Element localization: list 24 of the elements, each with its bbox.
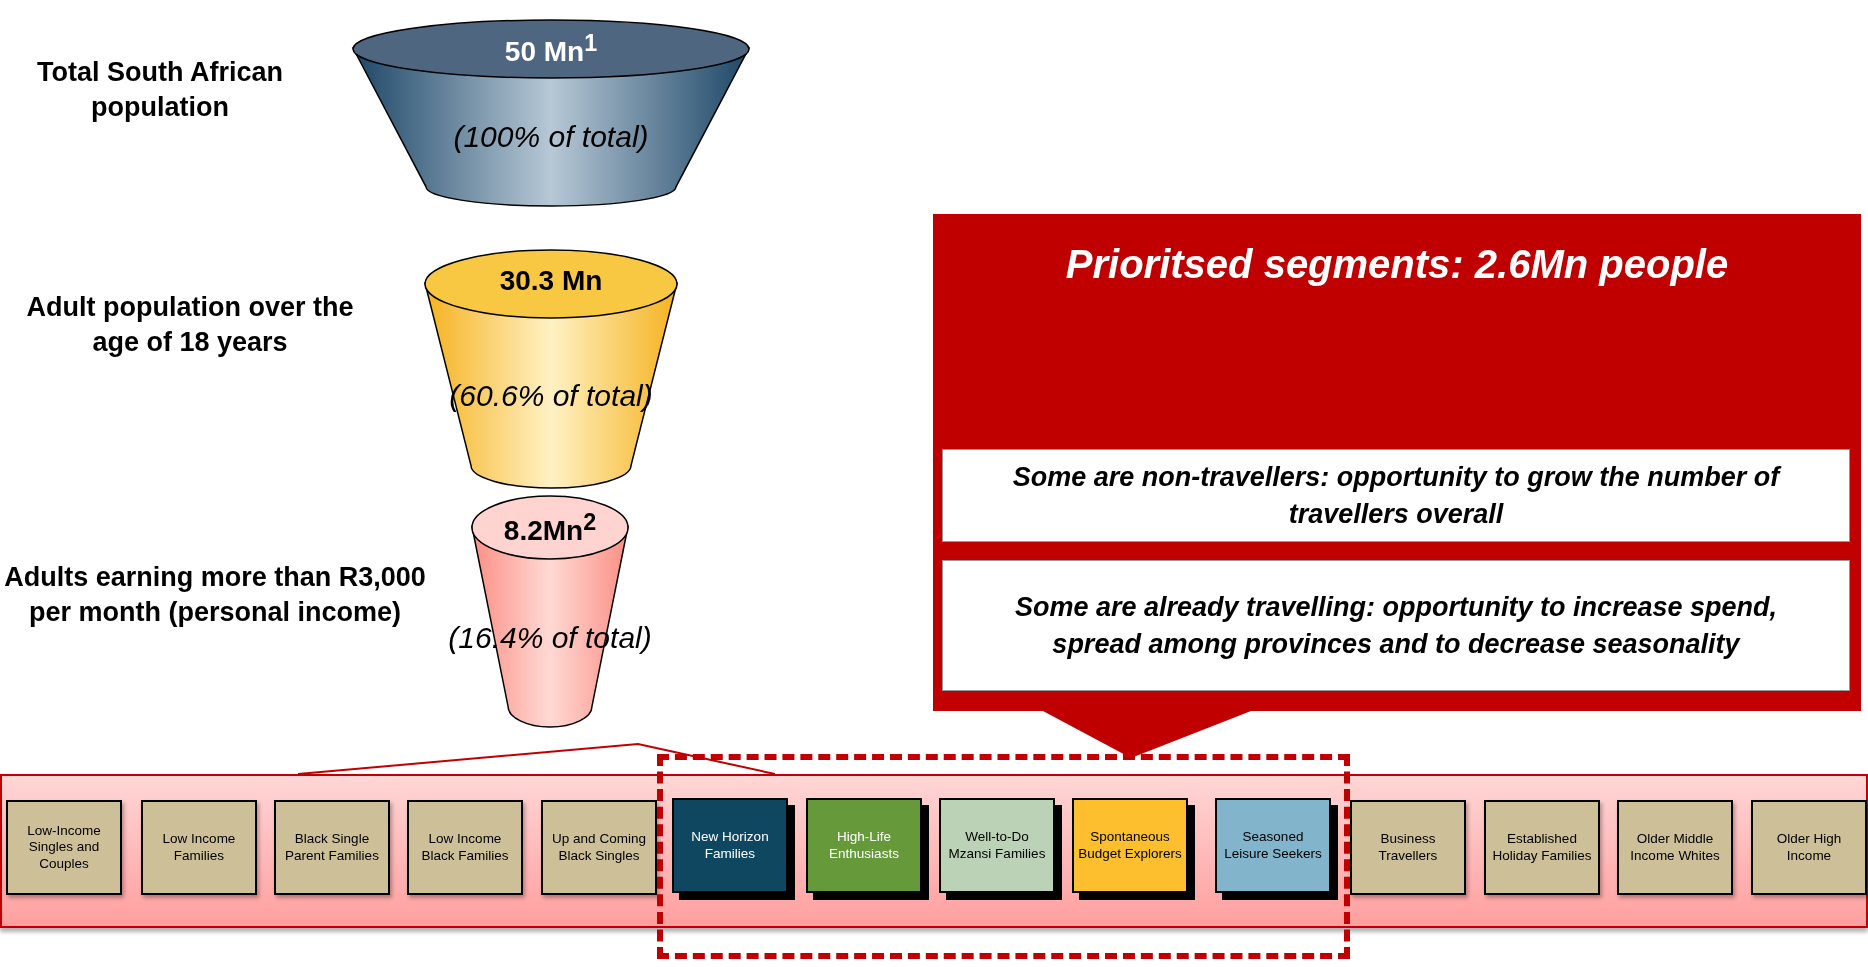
funnel-tier: [423, 248, 679, 490]
segment-card: Established Holiday Families: [1484, 800, 1600, 895]
segment-card: Black Single Parent Families: [274, 800, 390, 895]
callout-box: [933, 214, 1861, 758]
percentage-label: (100% of total): [452, 120, 650, 155]
segment-card: Low Income Families: [141, 800, 257, 895]
segment-card: Low-Income Singles and Couples: [6, 800, 122, 895]
population-value: 50 Mn$^{1}$: [503, 30, 599, 69]
tier-caption: Adults earning more than R3,000 per month (personal income): [3, 561, 427, 630]
segment-card: Low Income Black Families: [407, 800, 523, 895]
segment-card: Older Middle Income Whites: [1617, 800, 1733, 895]
note-box: [942, 560, 1850, 691]
segment-card: Business Travellers: [1350, 800, 1466, 895]
tier-caption: Total South African population: [36, 56, 284, 125]
callout-title: Prioritsed segments: 2.6Mn people: [1064, 242, 1730, 287]
population-value: 30.3 Mn: [498, 265, 604, 297]
tier-caption: Adult population over the age of 18 years: [25, 291, 355, 360]
funnel-tier: [351, 18, 751, 208]
note-text: Some are already travelling: opportunity to increase spend, spread among provinces and to decrease seasonality: [1013, 591, 1779, 661]
segment-card: Older High Income: [1751, 800, 1867, 895]
segment-card: Up and Coming Black Singles: [541, 800, 657, 895]
population-value: 8.2Mn$^{2}$: [502, 508, 598, 547]
note-box: [942, 449, 1850, 542]
note-text: Some are non-travellers: opportunity to grow the number of travellers overall: [1011, 461, 1783, 531]
